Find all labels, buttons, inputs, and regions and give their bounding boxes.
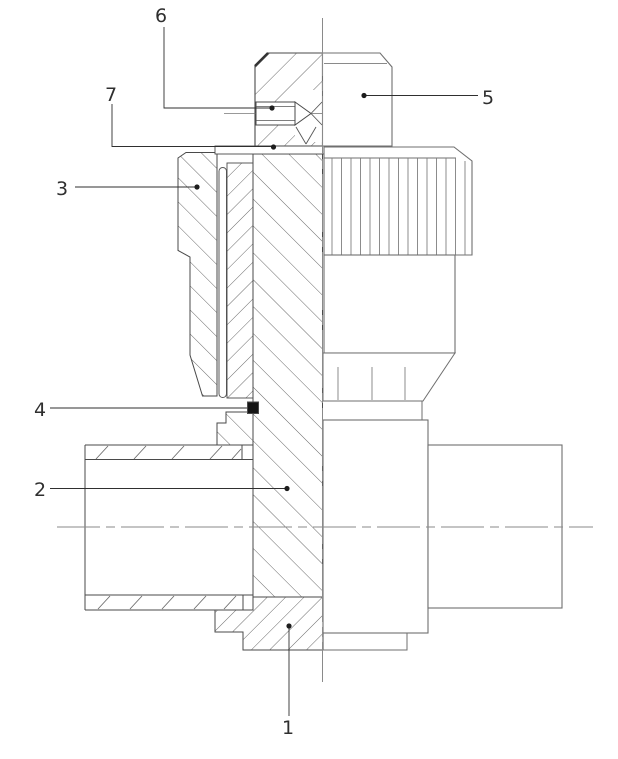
knurl-lines bbox=[331, 158, 466, 255]
callout-label-2: 2 bbox=[34, 479, 46, 501]
leader-7 bbox=[111, 104, 277, 150]
seat-lines bbox=[295, 101, 323, 145]
callout-label-7: 7 bbox=[105, 84, 117, 106]
callout-labels: 6 7 5 3 4 2 1 bbox=[34, 5, 494, 739]
bottom-nut-section bbox=[214, 596, 324, 651]
callout-label-6: 6 bbox=[155, 5, 167, 27]
callout-label-3: 3 bbox=[56, 178, 68, 200]
stem-section bbox=[226, 162, 254, 399]
leader-2 bbox=[50, 485, 290, 492]
leader-3 bbox=[75, 184, 200, 190]
callout-label-1: 1 bbox=[282, 717, 294, 739]
adjuster-block-side bbox=[321, 52, 393, 147]
callout-label-4: 4 bbox=[34, 399, 46, 421]
pipe-top-wall-hatch bbox=[95, 445, 242, 460]
leader-6 bbox=[163, 27, 275, 111]
knurled-nut-side bbox=[323, 146, 473, 256]
pipe-bottom-wall-hatch bbox=[97, 595, 237, 610]
sleeve-tube bbox=[218, 167, 227, 398]
gland-nut-section bbox=[177, 152, 218, 397]
leader-5 bbox=[361, 92, 478, 99]
spline-taper-side bbox=[322, 352, 456, 420]
nut-lower-side bbox=[323, 254, 456, 354]
o-ring bbox=[247, 401, 259, 414]
center-lines bbox=[57, 18, 593, 682]
cap-section bbox=[224, 52, 324, 147]
leader-1 bbox=[286, 623, 292, 716]
callout-label-5: 5 bbox=[482, 87, 494, 109]
callout-leaders bbox=[50, 27, 478, 716]
bottom-step-edge bbox=[323, 633, 408, 651]
